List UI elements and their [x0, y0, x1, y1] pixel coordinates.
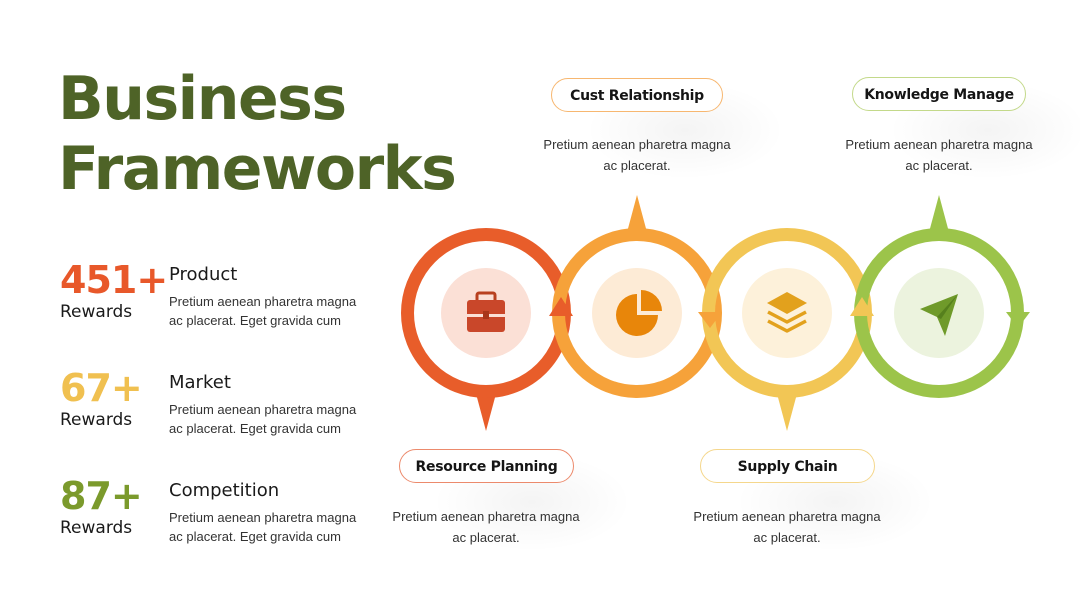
arrow-head-junction-1	[549, 297, 573, 316]
stat-description: Pretium aenean pharetra magna ac placera…	[169, 402, 357, 436]
node-description-cust-relationship: Pretium aenean pharetra magna ac placera…	[543, 137, 731, 173]
stat-product: 451+ Rewards Product Pretium aenean phar…	[60, 258, 380, 348]
stat-value: 87+	[60, 474, 143, 518]
pointer-up-knowledge-manage	[928, 195, 950, 236]
stat-competition: 87+ Rewards Competition Pretium aenean p…	[60, 474, 380, 564]
pointer-down-resource-planning	[475, 390, 497, 431]
stat-value: 67+	[60, 366, 143, 410]
arrow-head-junction-3	[850, 297, 874, 316]
node-description-resource-planning: Pretium aenean pharetra magna ac placera…	[392, 509, 580, 545]
send-icon	[920, 294, 958, 336]
node-description-knowledge-manage: Pretium aenean pharetra magna ac placera…	[845, 137, 1033, 173]
stat-description: Pretium aenean pharetra magna ac placera…	[169, 510, 357, 544]
node-label-resource-planning: Resource Planning	[399, 449, 574, 483]
stat-heading: Market	[169, 372, 231, 393]
layers-icon	[767, 292, 807, 333]
stat-unit: Rewards	[60, 518, 133, 538]
stat-market: 67+ Rewards Market Pretium aenean pharet…	[60, 366, 380, 456]
node-label-supply-chain: Supply Chain	[700, 449, 875, 483]
stat-value: 451+	[60, 258, 168, 302]
stat-heading: Competition	[169, 480, 280, 501]
node-label-cust-relationship: Cust Relationship	[551, 78, 723, 112]
stat-heading: Product	[169, 264, 238, 285]
pointer-down-supply-chain	[776, 390, 798, 431]
title-line-1: Business	[58, 64, 347, 134]
pointer-up-cust-relationship	[626, 195, 648, 236]
arrow-head-junction-2	[698, 312, 722, 328]
briefcase-icon	[467, 291, 505, 332]
pie-chart-icon	[616, 290, 662, 336]
arrow-head-end	[1006, 312, 1030, 328]
node-label-knowledge-manage: Knowledge Manage	[852, 77, 1026, 111]
stat-description: Pretium aenean pharetra magna ac placera…	[169, 294, 357, 328]
title-line-2: Frameworks	[58, 134, 457, 204]
stat-unit: Rewards	[60, 302, 133, 322]
node-description-supply-chain: Pretium aenean pharetra magna ac placera…	[693, 509, 881, 545]
page-title: Business Frameworks	[58, 64, 457, 204]
stat-unit: Rewards	[60, 410, 133, 430]
